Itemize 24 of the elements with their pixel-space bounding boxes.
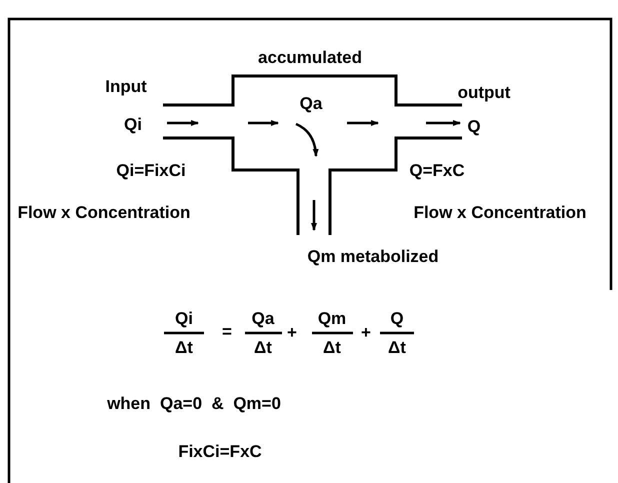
numerator: Qa bbox=[252, 309, 274, 329]
formula-text: Qi=FixCi bbox=[116, 161, 186, 181]
formula-text: FixCi=FxC bbox=[178, 442, 262, 462]
denominator: Δt bbox=[388, 338, 406, 358]
quantity-label: Qi bbox=[124, 115, 142, 135]
label: Input bbox=[105, 77, 147, 97]
quantity-label: Qa bbox=[300, 94, 322, 114]
numerator: Qi bbox=[175, 309, 193, 329]
denominator: Δt bbox=[254, 338, 272, 358]
condition-text: when Qa=0 & Qm=0 bbox=[107, 394, 281, 414]
equals-sign: = bbox=[222, 322, 232, 342]
denominator: Δt bbox=[323, 338, 341, 358]
numerator: Q bbox=[390, 309, 404, 329]
formula-text: Flow x Concentration bbox=[414, 203, 586, 223]
formula-text: Q=FxC bbox=[409, 161, 465, 181]
denominator: Δt bbox=[175, 338, 193, 358]
label: output bbox=[458, 83, 510, 103]
plus-sign: + bbox=[287, 323, 297, 343]
numerator: Qm bbox=[318, 309, 346, 329]
label: Qm metabolized bbox=[307, 247, 439, 267]
quantity-label: Q bbox=[467, 117, 481, 137]
label: accumulated bbox=[258, 48, 362, 68]
formula-text: Flow x Concentration bbox=[18, 203, 190, 223]
plus-sign: + bbox=[361, 323, 371, 343]
